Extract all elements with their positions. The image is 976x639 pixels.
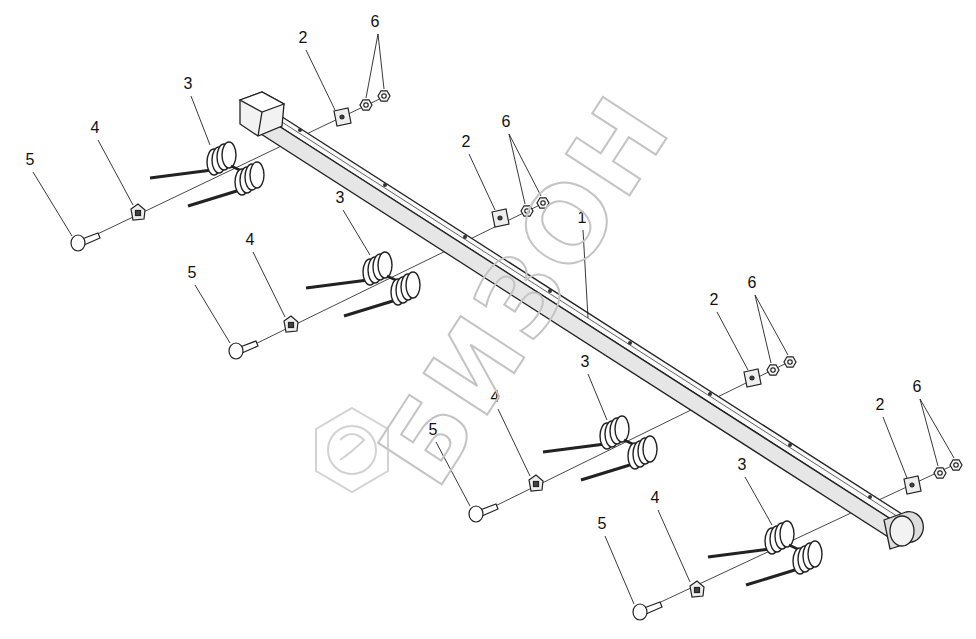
callout-number: 6 bbox=[913, 378, 922, 396]
callout-number: 3 bbox=[738, 456, 747, 474]
callout-number: 5 bbox=[598, 515, 607, 533]
callout-number: 2 bbox=[299, 29, 308, 47]
callout-number: 2 bbox=[462, 133, 471, 151]
callout-number: 5 bbox=[188, 264, 197, 282]
callout-number: 5 bbox=[26, 151, 35, 169]
callout-number: 2 bbox=[876, 396, 885, 414]
callout-number: 6 bbox=[502, 113, 511, 131]
callout-number: 6 bbox=[371, 13, 380, 31]
callout-number: 4 bbox=[651, 489, 660, 507]
callout-number: 3 bbox=[184, 75, 193, 93]
callout-number: 6 bbox=[748, 274, 757, 292]
callout-number: 3 bbox=[336, 189, 345, 207]
callout-number: 4 bbox=[91, 119, 100, 137]
callout-number: 4 bbox=[246, 231, 255, 249]
callout-number: 2 bbox=[710, 291, 719, 309]
callout-number: 3 bbox=[581, 353, 590, 371]
